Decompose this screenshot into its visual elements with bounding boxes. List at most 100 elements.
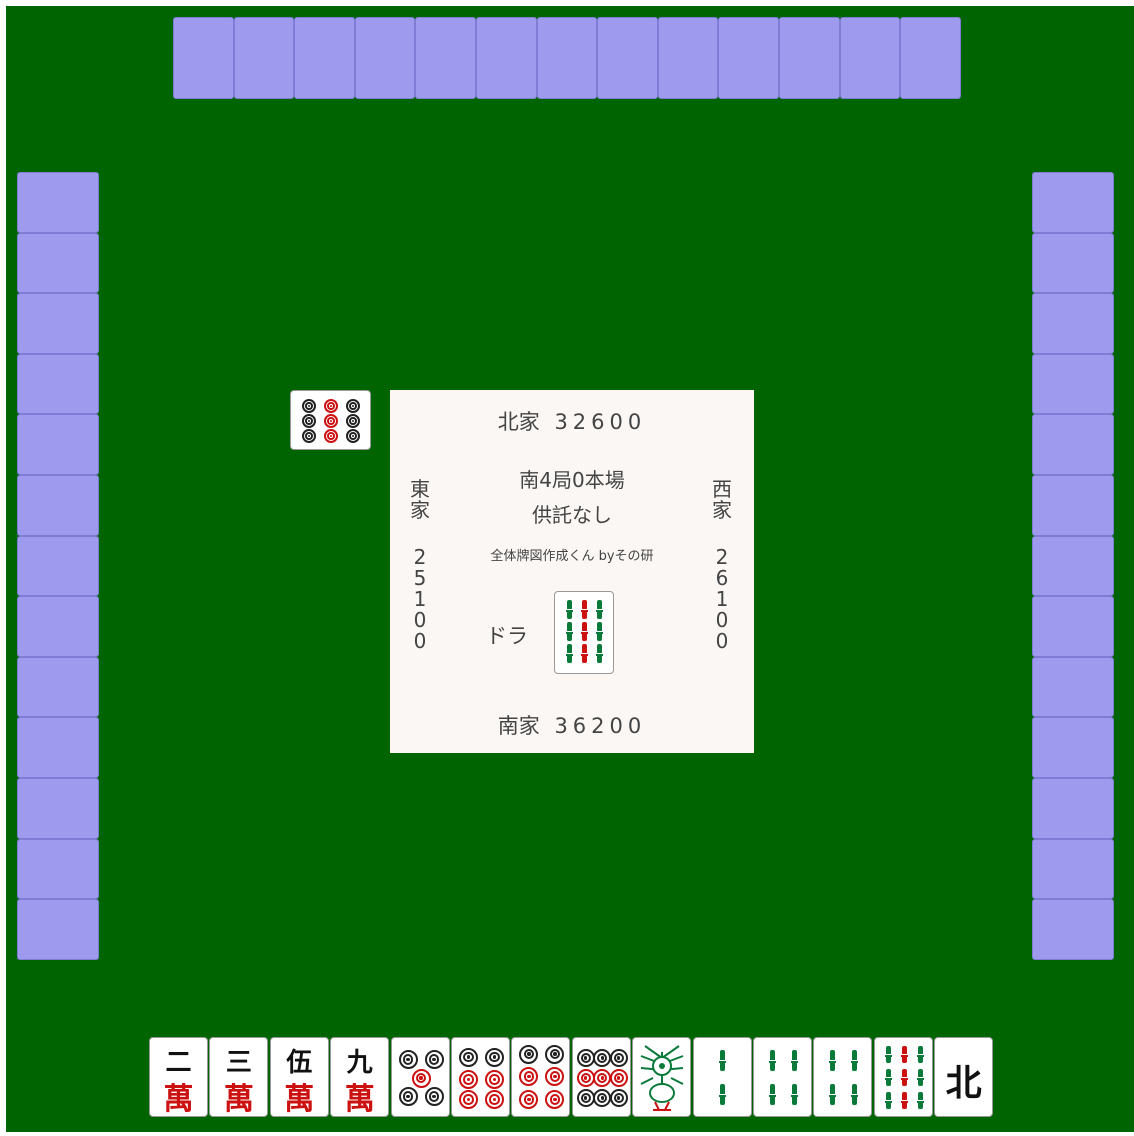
sou-stick bbox=[851, 1084, 859, 1106]
pin-circle bbox=[346, 414, 360, 428]
east-tile-back bbox=[17, 293, 99, 354]
north-seat-label: 北家 bbox=[497, 410, 540, 434]
hand-tile-4-sou[interactable] bbox=[753, 1037, 812, 1117]
east-tile-back bbox=[17, 899, 99, 960]
west-tile-back bbox=[1032, 899, 1114, 960]
sou-stick bbox=[791, 1084, 798, 1106]
north-tile-back bbox=[657, 17, 719, 99]
hand-tile-2-man[interactable]: 二萬 bbox=[149, 1037, 208, 1117]
pin-circle bbox=[459, 1070, 479, 1090]
sou-stick bbox=[829, 1050, 837, 1072]
sou-stick bbox=[884, 1046, 892, 1064]
deposit-info: 供託なし bbox=[532, 503, 612, 527]
north-tile-back bbox=[900, 17, 961, 99]
man-suit: 萬 bbox=[163, 1082, 194, 1117]
sou-stick bbox=[900, 1069, 908, 1087]
man-number: 二 bbox=[165, 1048, 192, 1078]
west-tile-back bbox=[1032, 596, 1114, 657]
north-score: 北家 32600 bbox=[390, 406, 754, 436]
hand-tile-9-pin[interactable] bbox=[571, 1037, 631, 1117]
north-tile-back bbox=[294, 17, 355, 99]
pin-circle bbox=[609, 1089, 628, 1107]
pin-circle bbox=[424, 1050, 444, 1070]
hand-tile-3-man[interactable]: 三萬 bbox=[209, 1037, 269, 1117]
east-tile-back bbox=[17, 474, 99, 536]
west-tile-back bbox=[1032, 535, 1114, 597]
pin-circle bbox=[576, 1069, 595, 1087]
sou-stick bbox=[596, 644, 603, 664]
east-tile-back bbox=[17, 353, 99, 415]
sou-stick bbox=[566, 622, 573, 642]
pin-circle bbox=[545, 1044, 565, 1064]
hand-tile-9-man[interactable]: 九萬 bbox=[330, 1037, 390, 1117]
sou-stick bbox=[916, 1069, 924, 1087]
sou-stick bbox=[769, 1050, 776, 1072]
north-tile-back bbox=[718, 17, 779, 99]
pin-circle bbox=[519, 1044, 539, 1064]
pin-circle bbox=[459, 1090, 479, 1110]
dora-label: ドラ bbox=[486, 624, 528, 648]
east-tile-back bbox=[17, 656, 99, 718]
pin-circle bbox=[484, 1047, 504, 1067]
west-tile-back bbox=[1032, 414, 1114, 475]
discard-tile-9-pin bbox=[290, 390, 371, 450]
west-seat-label: 西家 bbox=[712, 477, 732, 522]
pin-circle bbox=[324, 399, 338, 413]
east-tile-back bbox=[17, 535, 99, 597]
west-tile-back bbox=[1032, 232, 1114, 294]
opponent-west-hand bbox=[1032, 172, 1114, 960]
sou-stick bbox=[581, 644, 588, 664]
pin-circle bbox=[398, 1086, 418, 1106]
hand-tile-9-sou[interactable] bbox=[873, 1037, 933, 1117]
sou-stick bbox=[791, 1050, 798, 1072]
credit-text: 全体牌図作成くん byその研 bbox=[490, 549, 654, 564]
hand-tile-5-pin[interactable] bbox=[390, 1037, 450, 1117]
wind-character: 北 bbox=[945, 1062, 982, 1104]
north-score-value: 32600 bbox=[554, 410, 647, 434]
sou-stick bbox=[566, 644, 573, 664]
sou-stick bbox=[916, 1092, 924, 1110]
west-tile-back bbox=[1032, 656, 1114, 718]
hand-tile-5-man[interactable]: 伍萬 bbox=[269, 1037, 329, 1117]
north-tile-back bbox=[415, 17, 476, 99]
hand-tile-2-sou[interactable] bbox=[692, 1037, 752, 1117]
west-tile-back bbox=[1032, 474, 1114, 536]
pin-circle bbox=[593, 1049, 612, 1067]
west-tile-back bbox=[1032, 172, 1114, 233]
opponent-north-hand bbox=[173, 17, 961, 99]
pin-circle bbox=[609, 1069, 628, 1087]
pin-circle bbox=[302, 429, 316, 443]
north-tile-back bbox=[173, 17, 234, 99]
west-tile-back bbox=[1032, 353, 1114, 415]
hand-tile-north[interactable]: 北 bbox=[934, 1037, 994, 1117]
sou-stick bbox=[596, 600, 603, 620]
sou-stick bbox=[596, 622, 603, 642]
north-tile-back bbox=[354, 17, 416, 99]
sou-stick bbox=[900, 1092, 908, 1110]
pin-circle bbox=[593, 1089, 612, 1107]
pin-circle bbox=[302, 399, 316, 413]
sou-stick bbox=[718, 1084, 726, 1106]
hand-tile-7-pin[interactable] bbox=[511, 1037, 571, 1117]
pin-circle bbox=[545, 1066, 565, 1086]
hand-tile-1-sou[interactable] bbox=[632, 1037, 692, 1117]
man-number: 九 bbox=[346, 1048, 373, 1078]
north-tile-back bbox=[778, 17, 840, 99]
pin-circle bbox=[484, 1090, 504, 1110]
west-tile-back bbox=[1032, 717, 1114, 778]
pin-circle bbox=[576, 1049, 595, 1067]
east-tile-back bbox=[17, 414, 99, 475]
north-tile-back bbox=[536, 17, 598, 99]
pin-circle bbox=[346, 399, 360, 413]
pin-circle bbox=[593, 1069, 612, 1087]
west-tile-back bbox=[1032, 293, 1114, 354]
pin-circle bbox=[459, 1047, 479, 1067]
hand-tile-4-sou[interactable] bbox=[813, 1037, 873, 1117]
hand-tile-6-pin[interactable] bbox=[451, 1037, 510, 1117]
sou-stick bbox=[829, 1084, 837, 1106]
east-tile-back bbox=[17, 838, 99, 900]
pin-circle bbox=[346, 429, 360, 443]
round-info: 南4局0本場 bbox=[519, 468, 625, 492]
man-suit: 萬 bbox=[223, 1082, 254, 1117]
